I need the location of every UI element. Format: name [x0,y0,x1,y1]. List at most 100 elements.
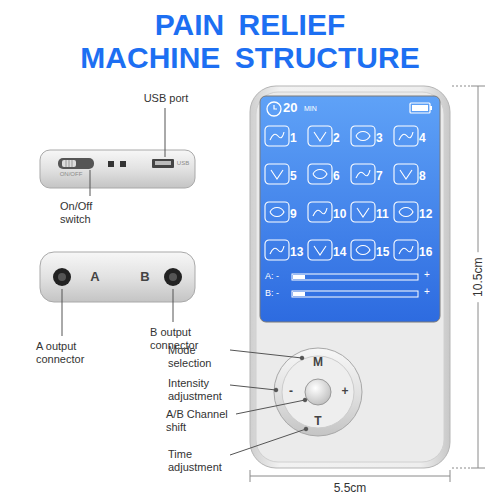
port-marking: A [87,269,103,285]
program-icon [351,202,375,222]
program-icon [351,126,375,146]
screen-text: 6 [333,169,350,183]
usb-port [152,159,174,168]
dimension-lines [250,86,485,482]
program-icon [351,164,375,184]
extension-line [452,86,470,87]
screen-text: 20 [283,100,303,116]
button-symbol: T [310,414,326,428]
indicator-square [108,161,114,167]
icon-frame [308,164,332,184]
icon-glyph [270,132,284,140]
icon-frame [265,202,289,222]
part-label: Time adjustment [168,448,228,474]
program-icon [394,126,418,146]
extension-line [452,468,470,469]
dial-ring [282,356,354,428]
icon-frame [265,126,289,146]
leader-line [62,289,63,336]
screen-text: 9 [290,207,307,221]
clock-icon [267,102,281,116]
icon-frame [394,126,418,146]
control-dial [274,348,362,436]
icon-frame [308,126,332,146]
program-icon [308,126,332,146]
output-jack-core [169,273,177,281]
device-bezel [256,92,444,462]
leader-dot [303,398,307,402]
device-top-view [40,150,195,188]
icon-glyph [313,208,327,216]
icon-frame [394,164,418,184]
part-label: Intensity adjustment [168,377,228,403]
icon-glyph [270,208,284,217]
icon-frame [351,202,375,222]
screen-text: 5 [290,169,307,183]
program-icons [265,126,418,260]
screen-text: B: - [265,288,291,299]
screen-text: 2 [333,131,350,145]
leader-dot [274,388,278,392]
leader-line [230,350,302,358]
screen-text: 10 [333,207,350,221]
icon-glyph [357,208,369,217]
icon-glyph [400,170,412,179]
screen-text: 13 [290,245,307,259]
leader-line [236,400,305,414]
device-front [250,86,450,468]
screen-text: 12 [419,207,436,221]
icon-glyph [356,170,370,178]
icon-frame [308,240,332,260]
icon-frame [351,164,375,184]
battery-level [412,105,428,111]
dimension-tick [250,470,251,482]
intensity-level [293,275,305,279]
icon-frame [265,240,289,260]
usb-port-tongue [155,161,171,165]
icon-glyph [399,208,413,217]
lcd-screen [260,96,440,322]
icon-frame [308,202,332,222]
part-label: USB port [130,92,202,105]
program-icon [351,240,375,260]
dimension-line [250,476,450,477]
screen-text: 15 [376,245,393,259]
program-icon [394,164,418,184]
leader-dot [300,356,304,360]
icon-frame [351,240,375,260]
program-icon [308,202,332,222]
screen-text: + [420,286,434,298]
device-bottom-view [40,252,195,302]
switch-slot [58,158,94,169]
intensity-level [293,292,305,296]
screen-text: 8 [419,169,436,183]
screen-text: 3 [376,131,393,145]
leader-line [230,385,276,390]
program-icon [265,240,289,260]
dimension-label: 5.5cm [325,481,375,495]
screen-text: MIN [304,105,326,113]
icon-glyph [356,246,370,255]
screen-text: + [420,269,434,281]
leader-line [173,289,174,322]
device-marking: ON/OFF [56,171,86,178]
dimension-tick [471,468,485,469]
icon-frame [394,240,418,260]
part-label: Mode selection [168,344,226,370]
program-icon [265,164,289,184]
button-symbol: - [283,384,299,398]
port-marking: B [137,269,153,285]
output-jack [53,268,71,286]
screen-text: 11 [376,207,393,221]
indicator-square [120,161,126,167]
button-symbol: M [310,355,326,369]
battery-icon [410,103,430,113]
screen-text: A: - [265,271,291,282]
leader-lines [62,108,308,455]
page-title: PAIN RELIEF MACHINE STRUCTURE [79,8,421,74]
leader-dot [304,427,308,431]
icon-glyph [314,132,326,141]
screen-text: 1 [290,131,307,145]
dimension-tick [450,470,451,482]
